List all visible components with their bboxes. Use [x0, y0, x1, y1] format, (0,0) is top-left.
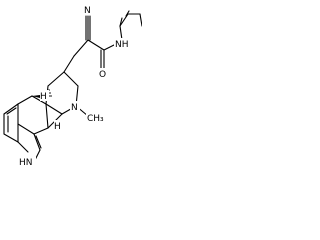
label-n-methyl: CH₃	[86, 112, 108, 124]
indole-nh-text: HN	[19, 158, 33, 168]
stereo-wedge	[32, 95, 40, 98]
indole-benzene-ring	[3, 103, 19, 143]
structure-diagram: N NH O H N CH₃ H HN	[0, 0, 142, 186]
amide-nh-text: NH	[115, 40, 129, 50]
amide-o-text: O	[99, 70, 106, 80]
label-ring-h: H	[40, 90, 49, 102]
label-amide-nh: NH	[114, 38, 129, 50]
n-methyl-text: CH₃	[87, 114, 104, 124]
ring-h2-text: H	[54, 122, 61, 132]
label-ring-h2: H	[54, 120, 63, 132]
nitrile-bond	[85, 15, 91, 41]
label-amide-o: O	[98, 68, 108, 80]
nitrile-n-text: N	[84, 6, 91, 16]
side-chain-bonds	[63, 39, 117, 73]
ring-n-text: N	[71, 103, 78, 113]
phenyl-ring	[119, 10, 142, 41]
ring-h-text: H	[40, 92, 47, 102]
label-nitrile-n: N	[83, 4, 93, 16]
ring-d	[45, 71, 89, 117]
label-ring-n: N	[70, 101, 80, 113]
label-indole-nh: HN	[18, 156, 36, 168]
molecule-drawing: N NH O H N CH₃ H HN	[3, 4, 142, 168]
